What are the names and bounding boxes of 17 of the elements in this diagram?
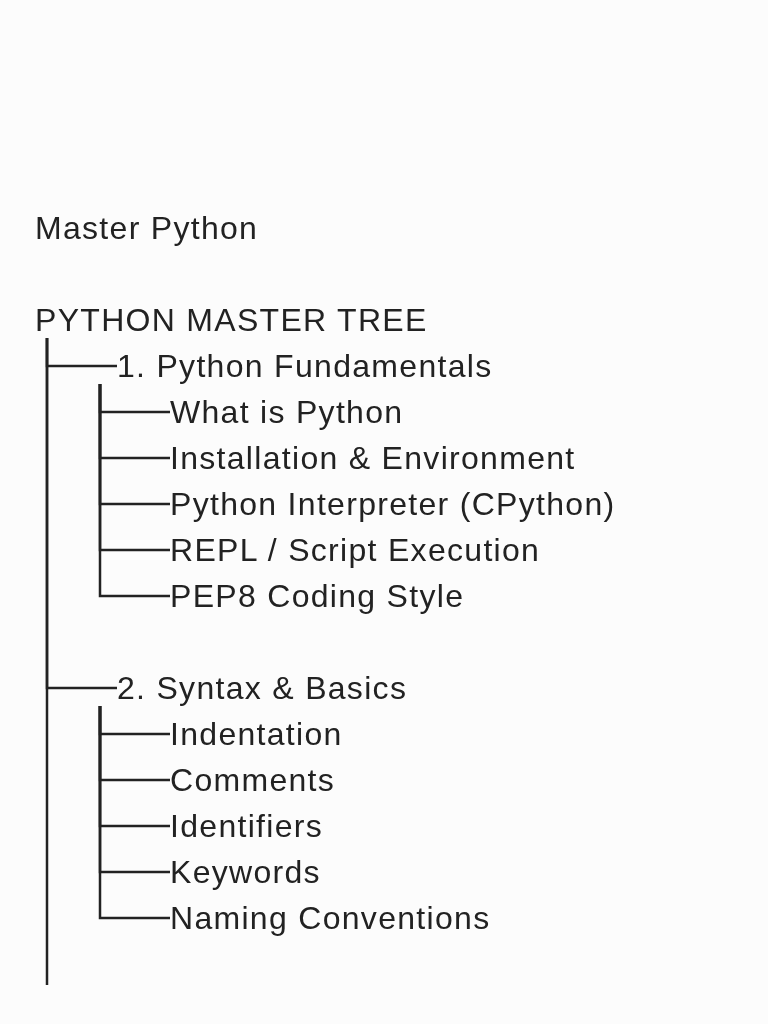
tree-item-label: Naming Conventions [170,900,491,936]
tree-trunk-line [45,338,49,985]
tree-item-label: REPL / Script Execution [170,532,541,568]
tree-item-label: Indentation [170,716,343,752]
tree-root-label: PYTHON MASTER TREE [35,302,428,338]
tree-item-label: Comments [170,762,336,798]
tree-item-label: Python Interpreter (CPython) [170,486,616,522]
tree-item-label: 1. Python Fundamentals [117,348,493,384]
tree-item-label: 2. Syntax & Basics [117,670,408,706]
tree-branch-line [98,706,170,920]
diagram-title: Master Python [35,210,259,246]
tree-item-label: What is Python [170,394,404,430]
tree-item-label: Keywords [170,854,321,890]
tree-item-label: PEP8 Coding Style [170,578,465,614]
tree-branch-line [98,384,170,598]
tree-item-label: Identifiers [170,808,324,844]
tree-item-label: Installation & Environment [170,440,576,476]
